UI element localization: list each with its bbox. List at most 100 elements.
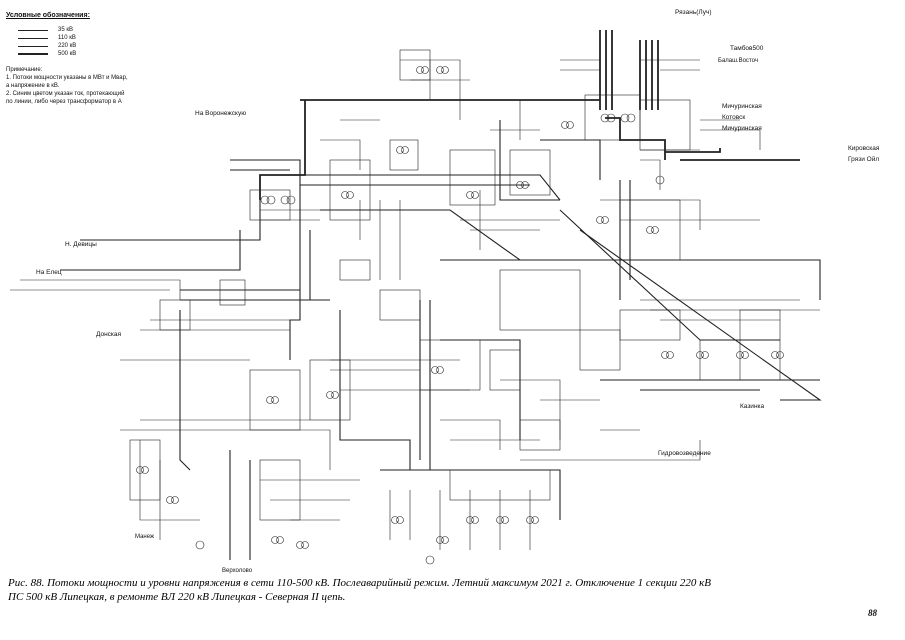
transformer-icon: [516, 181, 524, 189]
direction-label-balash-vostoch: Балаш.Восточ: [718, 58, 758, 64]
substation-box: [449, 149, 496, 206]
substation-blocks: [129, 49, 781, 521]
figure-caption: Рис. 88. Потоки мощности и уровни напряж…: [8, 576, 828, 604]
transformer-icon: [416, 66, 424, 74]
substation-box: [389, 139, 419, 171]
legend-swatch-35kv: [18, 29, 48, 31]
direction-label-gidrovozvedenie: Гидровозведение: [658, 450, 711, 457]
note-line: 1. Потоки мощности указаны в МВт и Мвар,: [6, 75, 128, 81]
direction-label-kotovsk: Котовск: [722, 114, 745, 121]
note-line: 2. Синим цветом указан ток, протекающий: [6, 91, 125, 97]
transformer-icon: [526, 516, 534, 524]
generator-icon: [425, 555, 435, 565]
substation-box: [499, 269, 581, 331]
transformer-icon: [391, 516, 399, 524]
transformer-icon: [600, 113, 610, 123]
generator-icon: [195, 540, 205, 550]
legend-notes: Примечание: 1. Потоки мощности указаны в…: [6, 66, 206, 106]
transformer-icon: [736, 351, 744, 359]
legend-row-110kv: 110 кВ: [18, 34, 206, 42]
substation-box: [219, 279, 246, 306]
substation-box: [249, 189, 291, 221]
page-number: 88: [868, 608, 877, 618]
legend-row-500kv: 500 кВ: [18, 50, 206, 58]
legend-row-220kv: 220 кВ: [18, 42, 206, 50]
legend-swatch-220kv: [18, 45, 48, 47]
transformer-icon: [266, 396, 274, 404]
substation-box: [249, 369, 301, 431]
transformer-icon: [260, 195, 270, 205]
transformers: [136, 66, 784, 549]
transformer-icon: [561, 121, 569, 129]
legend-label-500kv: 500 кВ: [58, 51, 77, 57]
direction-labels: Рязань(Луч) Тамбов500 Балаш.Восточ На Во…: [36, 9, 880, 574]
substation-box: [419, 339, 481, 391]
direction-label-n-devitsa: Н. Девицы: [65, 241, 97, 248]
direction-label-ryazan: Рязань(Луч): [675, 9, 712, 16]
substation-box: [309, 359, 351, 421]
note-line: по линии, либо через трансформатор в А: [6, 99, 122, 105]
direction-label-gryazi-oil: Грязи Ойл: [848, 155, 879, 163]
transformer-icon: [431, 366, 439, 374]
substation-box: [519, 419, 561, 451]
direction-label-michurinskaya: Мичуринская: [722, 103, 762, 110]
substation-box: [159, 299, 191, 331]
network-lines: [10, 30, 822, 560]
substation-box: [739, 309, 781, 341]
substation-box: [449, 469, 551, 501]
transformer-icon: [646, 226, 654, 234]
transformer-icon: [271, 536, 279, 544]
direction-label-kirovskaya: Кировская: [848, 145, 880, 152]
transformer-icon: [496, 516, 504, 524]
direction-label-na-voronezh: На Воронежскую: [195, 110, 246, 117]
substation-box: [399, 49, 431, 81]
legend-title: Условные обозначения:: [6, 12, 90, 19]
generators: [195, 175, 665, 565]
substation-box: [579, 329, 621, 371]
transformer-icon: [341, 191, 349, 199]
direction-label-verkhovo: Верхолово: [222, 568, 253, 574]
legend-row-35kv: 35 кВ: [18, 26, 206, 34]
transformer-icon: [136, 466, 144, 474]
legend-swatch-110kv: [18, 37, 48, 39]
substation-box: [339, 259, 371, 281]
transformer-icon: [620, 113, 630, 123]
substation-box: [129, 439, 161, 501]
caption-line-1: Рис. 88. Потоки мощности и уровни напряж…: [8, 577, 711, 589]
transformer-icon: [396, 146, 404, 154]
substation-box: [639, 99, 691, 151]
transformer-icon: [466, 191, 474, 199]
legend-label-35kv: 35 кВ: [58, 27, 73, 33]
transformer-icon: [326, 391, 334, 399]
legend-label-220kv: 220 кВ: [58, 43, 77, 49]
transformer-icon: [466, 516, 474, 524]
direction-label-kazinka: Казинка: [740, 403, 765, 410]
substation-box: [619, 199, 681, 261]
legend-label-110kv: 110 кВ: [58, 35, 76, 41]
transformer-icon: [436, 536, 444, 544]
legend: Условные обозначения: 35 кВ 110 кВ 220 к…: [6, 12, 206, 106]
transformer-icon: [166, 496, 174, 504]
substation-box: [329, 159, 371, 221]
transformer-icon: [771, 351, 779, 359]
generator-icon: [655, 175, 665, 185]
main-110kv-lines: [10, 59, 820, 550]
substation-box: [259, 459, 301, 521]
transformer-icon: [696, 351, 704, 359]
transformer-icon: [296, 541, 304, 549]
caption-line-2: ПС 500 кВ Липецкая, в ремонте ВЛ 220 кВ …: [8, 591, 346, 603]
transformer-icon: [661, 351, 669, 359]
transformer-icon: [596, 216, 604, 224]
substation-box: [379, 289, 421, 321]
direction-label-na-elets: На Елец: [36, 269, 62, 276]
direction-label-tambov: Тамбов500: [730, 44, 764, 52]
transformer-icon: [280, 195, 290, 205]
substation-box: [619, 309, 681, 341]
substation-box: [489, 349, 521, 391]
note-line: Примечание:: [6, 67, 43, 73]
legend-swatch-500kv: [18, 53, 48, 55]
direction-label-donskaya: Донская: [96, 331, 122, 338]
direction-label-manezh: Манеж: [135, 534, 154, 540]
direction-label-michurinskaya2: Мичуринская: [722, 125, 762, 132]
